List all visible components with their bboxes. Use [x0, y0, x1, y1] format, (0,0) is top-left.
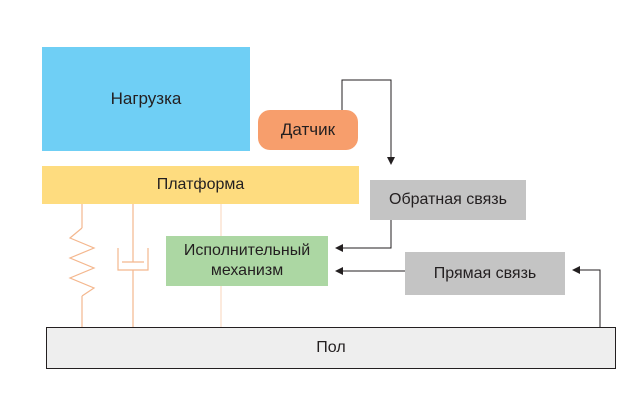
feedforward-block: Прямая связь [405, 252, 565, 295]
sensor-label: Датчик [280, 120, 336, 140]
feedback-label: Обратная связь [389, 191, 507, 208]
floor-label: Пол [316, 339, 346, 356]
floor-to-feedforward-arrow [572, 266, 601, 327]
feedback-block: Обратная связь [370, 180, 526, 220]
actuator-label: Исполнительный механизм [183, 242, 311, 279]
spring-icon [68, 204, 96, 327]
feedforward-label: Прямая связь [433, 264, 537, 282]
actuator-block: Исполнительный механизм [166, 236, 328, 286]
platform-block: Платформа [42, 166, 359, 204]
floor-block: Пол [46, 327, 616, 369]
platform-label: Платформа [156, 176, 245, 193]
sensor-to-feedback-arrow [341, 79, 395, 165]
feedback-to-actuator-arrow [335, 220, 392, 252]
load-label: Нагрузка [110, 89, 182, 109]
damper-icon [117, 204, 149, 327]
load-block: Нагрузка [42, 47, 250, 151]
sensor-block: Датчик [258, 110, 358, 150]
